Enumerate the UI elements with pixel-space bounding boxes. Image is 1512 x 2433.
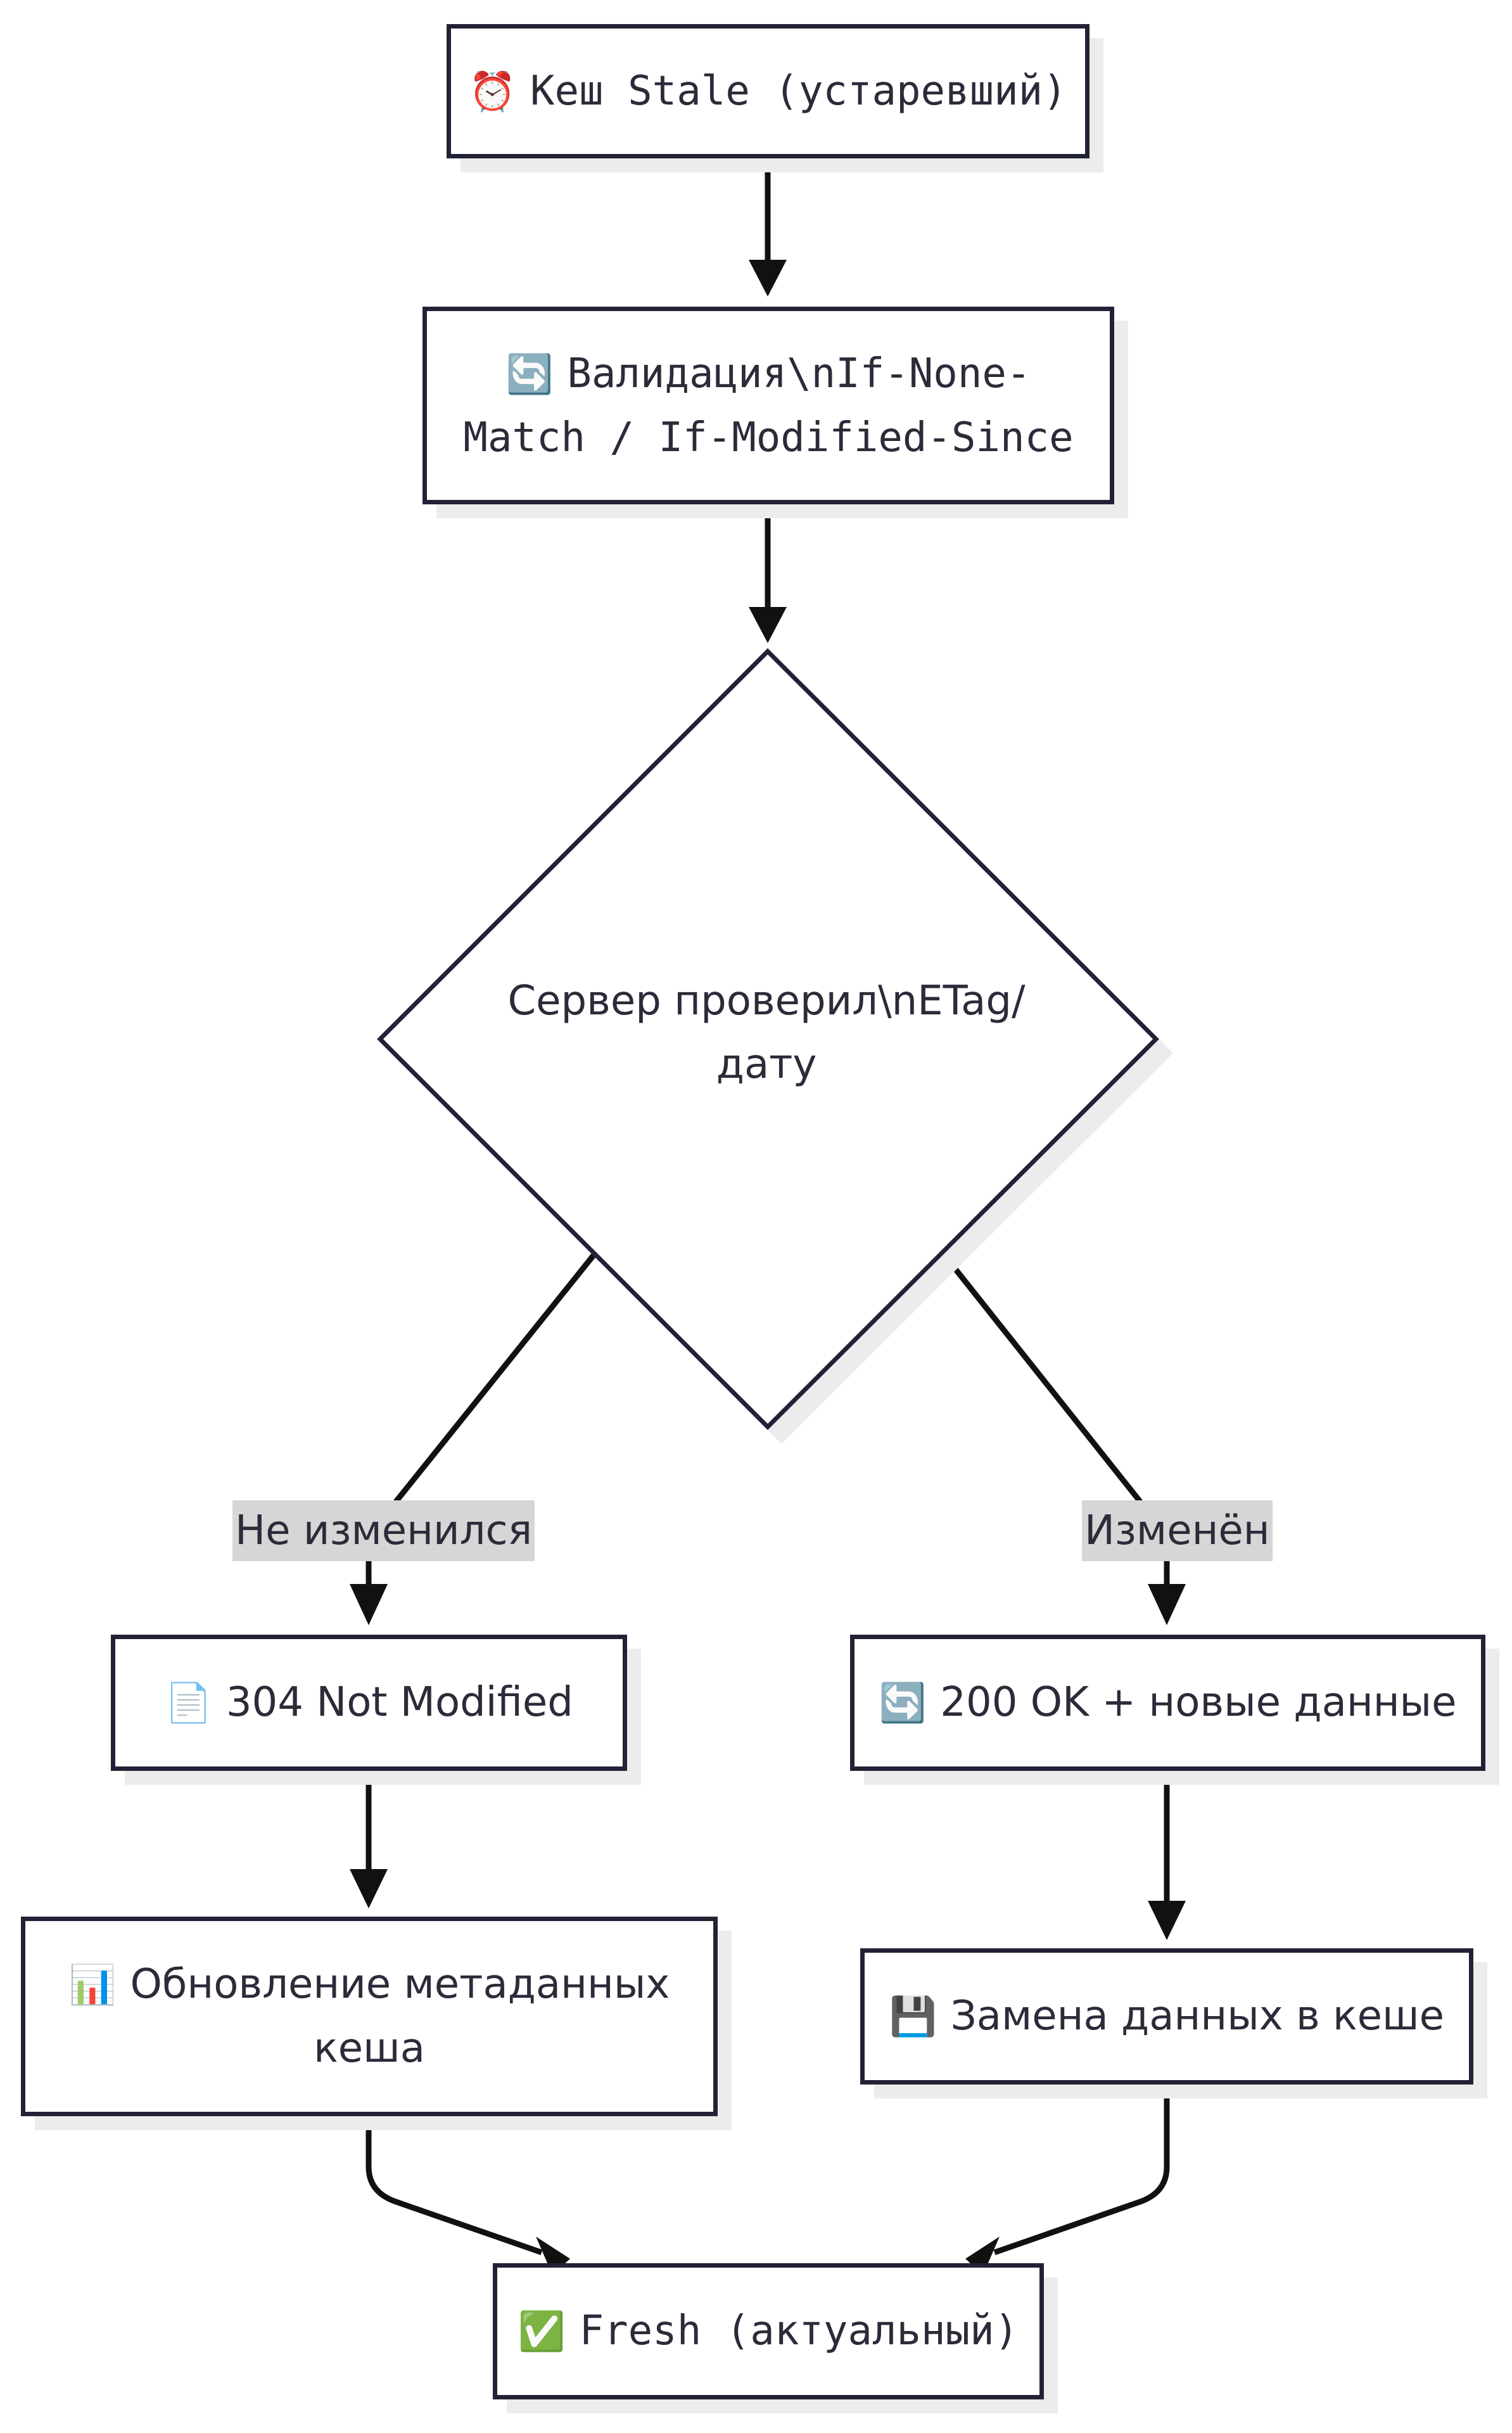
refresh-icon: 🔄 [505, 352, 554, 397]
node-validation-line2: Match / If-Modified-Since [463, 414, 1074, 461]
node-update-metadata-line1: Обновление метаданных [130, 1961, 670, 2008]
edge-meta-to-fresh [365, 2116, 543, 2256]
edge-label-unchanged: Не изменился [232, 1500, 535, 1561]
edge-decision-to-changed [941, 1253, 1143, 1504]
node-200-label: 200 OK + новые данные [940, 1679, 1457, 1726]
node-fresh: ✅ Fresh (актуальный) [493, 2263, 1044, 2399]
check-mark-icon: ✅ [518, 2309, 566, 2354]
node-update-metadata-line2: кеша [314, 2025, 425, 2072]
node-validation: 🔄 Валидация\nIf-None- Match / If-Modified… [422, 307, 1114, 504]
arrowhead [350, 1584, 388, 1625]
document-icon: 📄 [165, 1681, 212, 1725]
bar-chart-icon: 📊 [68, 1963, 117, 2007]
node-stale-label: Кеш Stale (устаревший) [530, 67, 1067, 115]
node-fresh-label: Fresh (актуальный) [579, 2308, 1019, 2354]
decision-label: Сервер проверил\nETag/ дату [481, 969, 1051, 1096]
arrowhead [350, 1869, 388, 1908]
node-304-label: 304 Not Modified [226, 1679, 573, 1726]
alarm-clock-icon: ⏰ [469, 69, 517, 114]
edge-label-changed: Изменён [1082, 1500, 1273, 1561]
node-replace-label: Замена данных в кеше [950, 1993, 1444, 2040]
node-stale-cache: ⏰ Кеш Stale (устаревший) [447, 24, 1090, 158]
edge-decision-to-unchanged [393, 1253, 597, 1504]
arrowhead [1148, 1901, 1186, 1940]
refresh-icon: 🔄 [879, 1681, 927, 1725]
decision-diamond [377, 648, 1159, 1430]
node-update-metadata: 📊 Обновление метаданных кеша [21, 1917, 718, 2116]
decision-line2: дату [716, 1041, 817, 1088]
edge-replace-to-fresh [993, 2085, 1170, 2256]
node-validation-line1: Валидация\nIf-None- [567, 350, 1031, 397]
floppy-disk-icon: 💾 [889, 1995, 937, 2039]
arrowhead [749, 607, 787, 643]
arrowhead [749, 260, 787, 297]
decision-line1: Сервер проверил\nETag/ [507, 978, 1026, 1025]
node-replace-data: 💾 Замена данных в кеше [860, 1948, 1473, 2085]
node-200-ok: 🔄 200 OK + новые данные [850, 1635, 1485, 1771]
node-304-not-modified: 📄 304 Not Modified [111, 1635, 627, 1771]
arrowhead [1148, 1584, 1186, 1625]
